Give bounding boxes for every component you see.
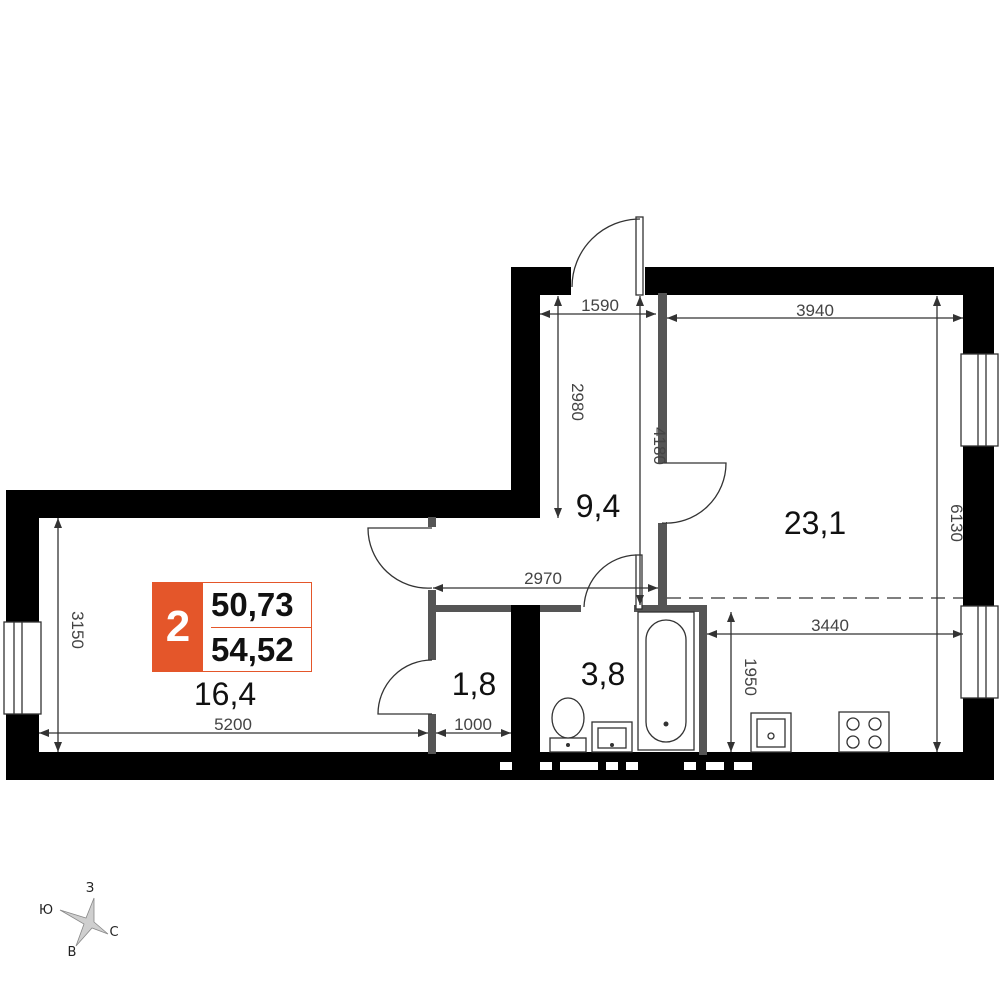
window-right-top [960,353,999,447]
dim-label-6130: 6130 [947,504,966,542]
total-area: 54,52 [211,627,311,672]
dim-label-2980: 2980 [568,383,587,421]
room-area-hallway: 9,4 [576,488,620,524]
apartment-badge: 2 50,73 54,52 [152,582,312,672]
dim-label-1950: 1950 [741,658,760,696]
room-area-living-room: 16,4 [194,676,256,712]
door-bedroom [658,462,727,524]
door-living-room [367,527,433,589]
compass-south-label: Ю [39,903,53,918]
kitchen-sink [750,712,792,753]
rooms-count: 2 [153,583,203,671]
living-area: 50,73 [211,586,294,623]
door-storage [377,659,433,715]
dim-label-5200: 5200 [214,715,252,734]
room-area-storage: 1,8 [452,666,496,702]
bathtub [637,611,695,751]
bathroom-sink [591,721,633,753]
compass: Ю З С В [39,881,119,960]
dim-label-3150: 3150 [68,611,87,649]
vent-marks [500,762,752,770]
dim-label-1000: 1000 [454,715,492,734]
dimension-lines [39,296,963,752]
window-right-bottom [960,605,999,699]
room-area-bedroom: 23,1 [784,505,846,541]
dim-label-4180: 4180 [650,427,669,465]
compass-east-label: В [68,945,77,960]
door-bathroom [583,554,643,610]
room-area-bathroom: 3,8 [581,656,625,692]
window-left [3,621,42,715]
dim-label-2970: 2970 [524,569,562,588]
compass-north-label: С [109,925,118,940]
dim-label-3440: 3440 [811,616,849,635]
outer-walls [6,267,994,780]
toilet [549,697,587,753]
compass-west-label: З [86,881,94,896]
door-entrance [571,216,644,296]
stove [838,711,890,753]
dim-label-3940: 3940 [796,301,834,320]
partitions [428,293,707,755]
dim-label-1590: 1590 [581,296,619,315]
